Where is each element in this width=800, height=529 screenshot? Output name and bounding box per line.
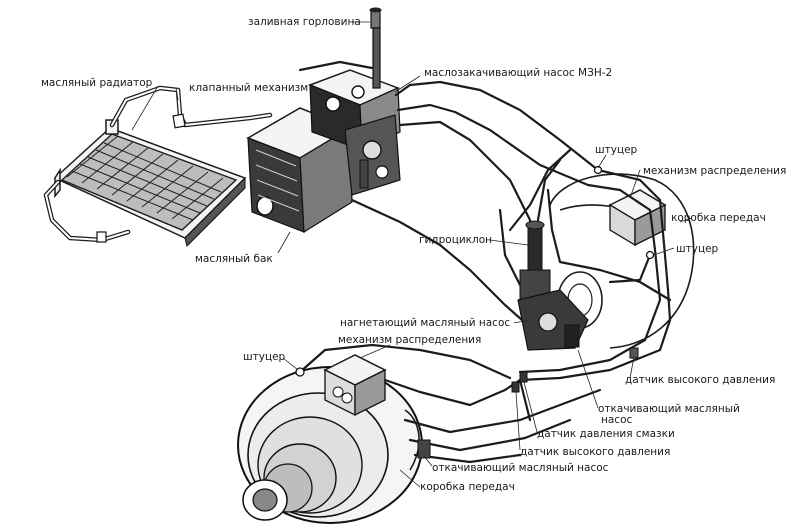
- label-distribution-mechanism-bottom: механизм распределения: [338, 334, 482, 346]
- label-pump-mzn2: маслозакачивающий насос МЗН-2: [424, 67, 613, 79]
- fitting-top-icon: [593, 165, 603, 175]
- label-fitting-right: штуцер: [676, 243, 719, 255]
- label-oil-tank: масляный бак: [195, 253, 273, 265]
- label-lube-pressure-sensor: датчик давления смазки: [537, 428, 675, 440]
- distribution-mechanism-top: [608, 189, 667, 247]
- hydrocyclone: [519, 220, 551, 301]
- label-distribution-mechanism-top: механизм распределения: [643, 165, 787, 177]
- label-valve-mechanism: клапанный механизм: [189, 82, 309, 94]
- leader-lines: [131, 21, 693, 488]
- label-pressure-oil-pump: нагнетающий масляный насос: [340, 317, 511, 329]
- fitting-right-icon: [645, 250, 655, 260]
- label-filler-neck: заливная горловина: [248, 16, 361, 28]
- label-fitting-left: штуцер: [243, 351, 286, 363]
- filler-neck: [369, 7, 382, 89]
- label-fitting-top: штуцер: [595, 144, 638, 156]
- label-gearbox-top: коробка передач: [671, 212, 766, 224]
- label-oil-radiator: масляный радиатор: [41, 77, 153, 89]
- pressure-oil-pump: [517, 289, 589, 351]
- label-scavenge-oil-pump-line2: насос: [601, 414, 633, 426]
- pump-mzn2: [307, 69, 401, 196]
- label-hydrocyclone: гидроциклон: [419, 234, 493, 246]
- label-gearbox-bottom: коробка передач: [420, 481, 515, 493]
- label-high-pressure-sensor-right: датчик высокого давления: [625, 374, 776, 386]
- label-scavenge-oil-pump-bottom: откачивающий масляный насос: [432, 462, 609, 474]
- oil-radiator: [53, 119, 247, 247]
- lube-pressure-sensor-icon: [519, 371, 528, 383]
- gearbox-lower: [237, 366, 423, 524]
- distribution-mechanism-bottom: [323, 354, 387, 417]
- label-high-pressure-sensor-bottom: датчик высокого давления: [520, 446, 671, 458]
- label-scavenge-oil-pump-line1: откачивающий масляный: [598, 403, 740, 415]
- high-pressure-sensor-right-icon: [629, 347, 639, 359]
- scavenge-pump-bottom-icon: [417, 439, 431, 459]
- high-pressure-sensor-bottom-icon: [511, 381, 520, 393]
